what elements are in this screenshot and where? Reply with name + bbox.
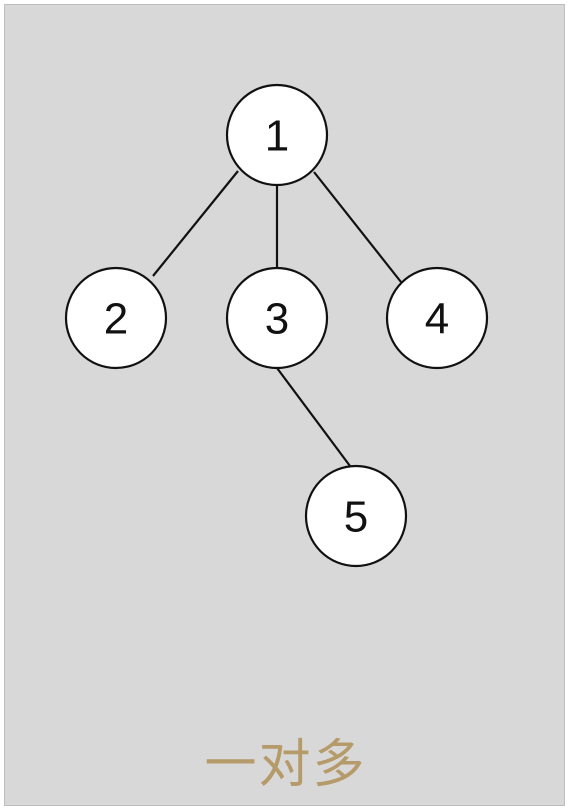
node-label-4: 4	[425, 295, 449, 344]
tree-node-5: 5	[304, 464, 408, 568]
nodes-layer: 1 2 3 4 5	[64, 83, 489, 568]
tree-node-1: 1	[225, 83, 329, 187]
node-label-2: 2	[104, 295, 128, 344]
tree-node-3: 3	[225, 266, 329, 370]
node-label-5: 5	[344, 493, 368, 542]
diagram-caption: 一对多	[204, 735, 367, 795]
tree-node-4: 4	[385, 266, 489, 370]
edge-3-5	[276, 367, 351, 467]
node-circle-1	[225, 83, 329, 187]
node-label-1: 1	[265, 112, 289, 161]
edges-layer	[152, 170, 402, 467]
node-circle-5	[304, 464, 408, 568]
node-circle-4	[385, 266, 489, 370]
node-circle-2	[64, 266, 168, 370]
node-label-3: 3	[265, 295, 289, 344]
edge-1-4	[313, 171, 402, 283]
tree-node-2: 2	[64, 266, 168, 370]
edge-1-2	[152, 170, 239, 277]
node-circle-3	[225, 266, 329, 370]
